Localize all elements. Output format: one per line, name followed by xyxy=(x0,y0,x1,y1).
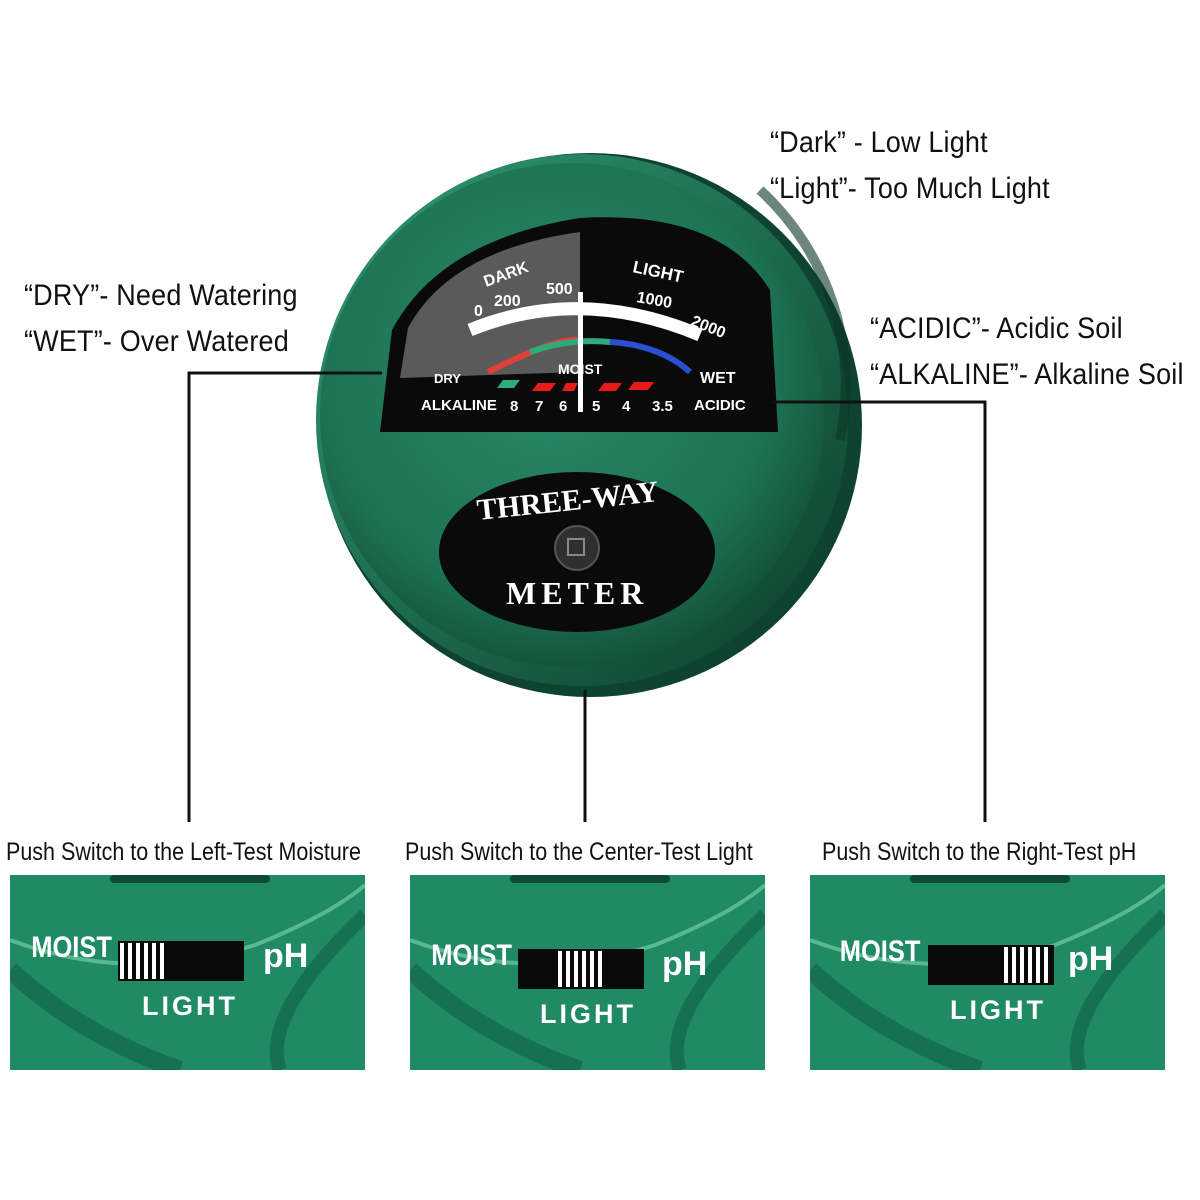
callout-moist-wet: “WET”- Over Watered xyxy=(24,325,289,358)
panel-caption-right: Push Switch to the Right-Test pH xyxy=(822,838,1137,866)
dial-ph-8: 8 xyxy=(510,398,518,415)
meter-badge xyxy=(439,472,715,632)
dial-tick-0: 0 xyxy=(474,303,483,320)
dial-window xyxy=(380,217,778,432)
callout-light-light: “Light”- Too Much Light xyxy=(770,172,1050,205)
panel-center-ph: pH xyxy=(662,945,707,983)
dial-tick-1000: 1000 xyxy=(635,289,673,312)
badge-bottom-text: METER xyxy=(506,575,648,611)
panel-right-ph: pH xyxy=(1068,940,1113,978)
switch-panel-left: MOIST pH LIGHT xyxy=(10,875,365,1070)
dial-alkaline-label: ALKALINE xyxy=(421,397,497,414)
dial-ph-6: 6 xyxy=(559,398,567,415)
dial-acidic-label: ACIDIC xyxy=(694,397,746,414)
callout-light-dark: “Dark” - Low Light xyxy=(770,126,988,159)
panel-caption-left: Push Switch to the Left-Test Moisture xyxy=(6,838,361,866)
callout-ph-alkaline: “ALKALINE”- Alkaline Soil xyxy=(870,358,1184,391)
dial-dry-label: DRY xyxy=(434,371,461,386)
callout-ph-acidic: “ACIDIC”- Acidic Soil xyxy=(870,312,1123,345)
dial-wet-label: WET xyxy=(700,370,736,387)
panel-center-moist: MOIST xyxy=(431,938,512,971)
dial-ph-3-5: 3.5 xyxy=(652,398,673,415)
panel-left-ph: pH xyxy=(263,937,308,975)
switch-panel-center: MOIST pH LIGHT xyxy=(410,875,765,1070)
dial-tick-500: 500 xyxy=(546,281,573,298)
panel-left-light: LIGHT xyxy=(142,991,238,1021)
dial-ph-5: 5 xyxy=(592,398,600,415)
panel-center-light: LIGHT xyxy=(540,999,636,1029)
dial-ph-4: 4 xyxy=(622,398,631,415)
panel-right-light: LIGHT xyxy=(950,995,1046,1025)
dial-tick-200: 200 xyxy=(494,293,521,310)
panel-right-moist: MOIST xyxy=(840,934,921,967)
callout-moist-dry: “DRY”- Need Watering xyxy=(24,279,298,312)
panel-left-moist: MOIST xyxy=(31,930,112,963)
dial-ph-7: 7 xyxy=(535,398,543,415)
leader-lines xyxy=(187,371,987,822)
dial-moist-label: MOIST xyxy=(558,361,603,377)
switch-panel-right: MOIST pH LIGHT xyxy=(810,875,1165,1070)
leader-line-ph xyxy=(772,400,987,822)
panel-caption-center: Push Switch to the Center-Test Light xyxy=(405,838,753,866)
leader-line-moisture xyxy=(187,371,382,822)
